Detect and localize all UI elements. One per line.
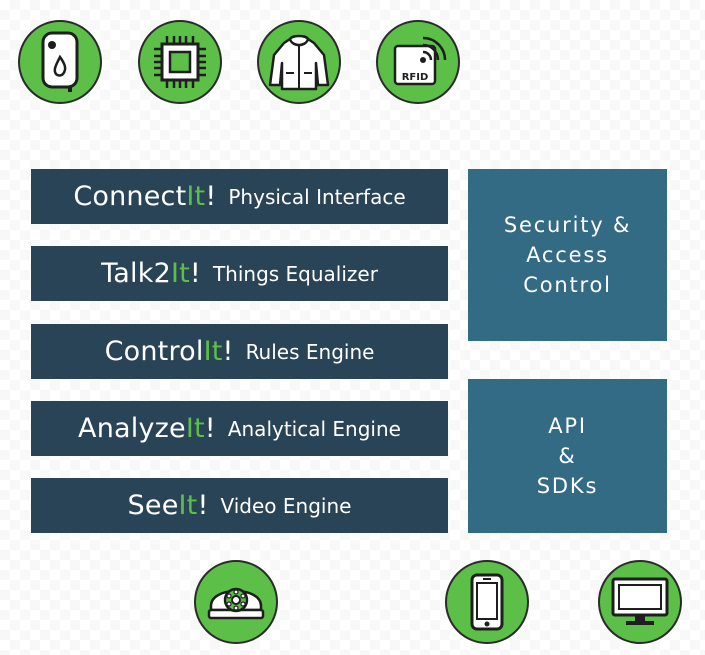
module-brand: ControlIt! bbox=[104, 336, 234, 367]
module-row-talk2it: Talk2It! Things Equalizer bbox=[31, 246, 448, 301]
rfid-label: RFID bbox=[402, 72, 429, 83]
module-brand: Talk2It! bbox=[101, 258, 201, 289]
api-sdks-panel: API & SDKs bbox=[468, 379, 667, 533]
smartphone-icon bbox=[445, 560, 529, 644]
panel-line: Control bbox=[523, 273, 612, 297]
panel-line: Access bbox=[526, 243, 609, 267]
security-access-control-panel: Security & Access Control bbox=[468, 169, 667, 341]
module-row-connectit: ConnectIt! Physical Interface bbox=[31, 169, 448, 224]
module-row-controlit: ControlIt! Rules Engine bbox=[31, 324, 448, 379]
module-row-analyzeit: AnalyzeIt! Analytical Engine bbox=[31, 401, 448, 456]
jacket-icon bbox=[257, 20, 341, 104]
monitor-icon bbox=[598, 560, 682, 644]
module-description: Analytical Engine bbox=[227, 416, 401, 441]
chip-icon bbox=[138, 20, 222, 104]
module-brand: ConnectIt! bbox=[73, 181, 217, 212]
panel-line: Security & bbox=[503, 213, 632, 237]
module-brand: AnalyzeIt! bbox=[78, 413, 216, 444]
panel-line: SDKs bbox=[536, 474, 599, 498]
module-description: Rules Engine bbox=[245, 339, 375, 364]
panel-line: & bbox=[558, 444, 577, 468]
dome-camera-icon bbox=[194, 560, 278, 644]
module-row-seeit: SeeIt! Video Engine bbox=[31, 478, 448, 533]
module-description: Video Engine bbox=[220, 493, 352, 518]
module-description: Things Equalizer bbox=[212, 261, 378, 286]
module-description: Physical Interface bbox=[228, 184, 406, 209]
module-brand: SeeIt! bbox=[127, 490, 209, 521]
panel-line: API bbox=[548, 414, 587, 438]
water-heater-icon bbox=[18, 20, 102, 104]
rfid-icon: RFID bbox=[376, 20, 460, 104]
